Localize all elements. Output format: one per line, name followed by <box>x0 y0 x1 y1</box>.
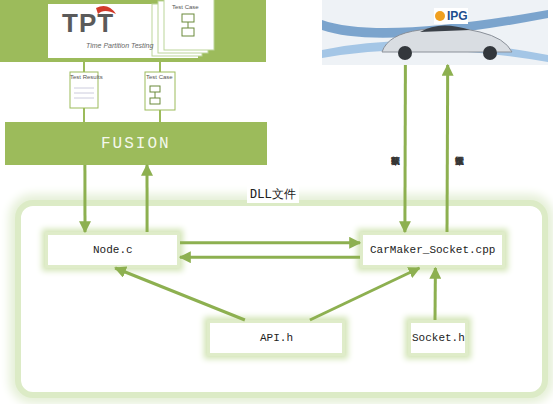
node-text: IPG <box>447 9 468 23</box>
node-text: Socket.h <box>412 332 465 344</box>
arrow-connector <box>434 268 437 320</box>
doc-label: Test Case <box>172 4 199 10</box>
node-text: Node.c <box>93 244 133 256</box>
doc-label: Test Case <box>146 74 173 80</box>
arrow-connector <box>403 65 407 232</box>
node-text: DLL文件 <box>247 186 299 203</box>
file-box: Node.c <box>45 232 180 268</box>
arrow-connector <box>180 256 360 259</box>
ipg-picture-bg <box>322 0 548 65</box>
arrow-connector <box>446 65 450 232</box>
car-wheel <box>398 46 412 60</box>
arrow-connector <box>146 165 149 232</box>
node-text: CarMaker_Socket.cpp <box>370 244 495 256</box>
node-text: API.h <box>260 332 293 344</box>
arrow-connector <box>310 268 420 320</box>
file-box: Socket.h <box>408 320 468 356</box>
car-wheel <box>483 46 497 60</box>
node-text: Time Partition Testing <box>86 42 153 49</box>
doc-icons <box>70 62 175 122</box>
arrow-connector <box>115 268 245 320</box>
file-box: CarMaker_Socket.cpp <box>360 232 505 268</box>
doc-label: Test Results <box>70 74 103 80</box>
car-window <box>420 25 470 32</box>
node-text: TPT <box>62 8 114 39</box>
dll-container: Node.cCarMaker_Socket.cppAPI.hSocket.hDL… <box>15 200 548 398</box>
test-case-stack <box>152 0 214 56</box>
tpt-panel: TPT Time Partition Testing <box>0 0 268 120</box>
arrow-connector <box>83 165 86 232</box>
ipg-logo-bg <box>434 8 468 24</box>
ipg-logo-mark <box>435 11 445 21</box>
fusion-band: FUSION <box>5 122 267 165</box>
node-text: FUSION <box>101 135 171 153</box>
tpt-panel-bg <box>0 0 266 62</box>
ipg-picture: IPG <box>322 0 548 65</box>
arrow-connector <box>180 241 360 244</box>
file-box: API.h <box>207 320 345 356</box>
